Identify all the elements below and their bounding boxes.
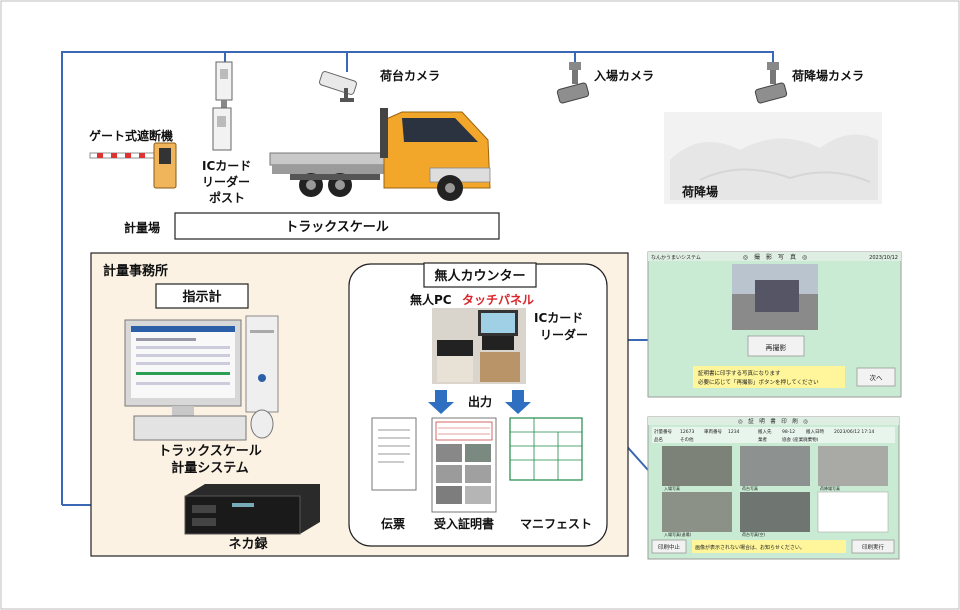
ic-post-label-2: リーダー	[202, 174, 250, 189]
screen2-caption-2: 荷台写真	[742, 485, 758, 491]
screen2-caption-5: 荷台写真(空)	[742, 531, 766, 537]
screen2-row2-0: 品名	[654, 436, 663, 443]
truck-icon	[269, 108, 491, 201]
screen2-caption-4: 入場写真(退場)	[664, 531, 692, 537]
gate-barrier-icon	[89, 142, 177, 189]
output-arrow-left-icon	[428, 390, 454, 414]
print-button[interactable]	[851, 539, 895, 554]
unloading-area-label: 荷降場	[681, 184, 718, 199]
entry-camera-icon	[556, 62, 590, 104]
counter-label-box	[423, 262, 537, 288]
output-arrow-right-icon	[505, 390, 531, 414]
screen2-photo-2	[740, 446, 810, 486]
screen1-header: ◎ 撮 影 写 真 ◎	[743, 253, 807, 261]
screen1-system-name: なんかうまいシステム	[651, 254, 701, 261]
manifest-label: マニフェスト	[520, 517, 592, 531]
print-button-label: 印刷実行	[862, 543, 885, 551]
output-label: 出力	[468, 394, 492, 409]
certificate-document-icon	[431, 417, 497, 513]
ic-reader-post-icon	[212, 61, 233, 151]
screen2-notice-box	[692, 540, 846, 553]
certificate-label: 受入証明書	[434, 516, 494, 531]
screen2-row2-1: その他	[680, 436, 694, 443]
touch-panel-label: タッチパネル	[462, 293, 534, 307]
ic-post-label-1: ICカード	[202, 159, 251, 173]
next-button[interactable]	[856, 367, 896, 387]
screen2-row1-4: 搬入先	[758, 428, 772, 435]
ic-post-label-3: ポスト	[209, 190, 245, 205]
truck-scale-label: トラックスケール	[285, 220, 389, 235]
unmanned-pc-label: 無人PC	[410, 292, 452, 307]
recorder-icon	[184, 484, 320, 535]
screen2-row1-1: 12673	[680, 429, 694, 435]
kiosk-photo	[432, 308, 526, 384]
screen2-notice: 画像が表示されない場合は、お知らせください。	[695, 544, 805, 551]
screen2-caption-1: 入場写真	[664, 485, 680, 491]
retake-button-label: 再撮影	[766, 343, 787, 352]
indicator-label: 指示計	[182, 289, 221, 305]
ic-reader-label-2: リーダー	[540, 327, 588, 342]
screen2-photo-5	[740, 492, 810, 532]
bed-camera-label: 荷台カメラ	[379, 68, 440, 83]
slip-label: 伝票	[381, 516, 405, 531]
recorder-label: ネカ録	[228, 536, 268, 552]
screen2-photo-1	[662, 446, 732, 486]
screen2-row1-6: 搬入日時	[806, 428, 824, 435]
cancel-print-button[interactable]	[651, 539, 687, 554]
screen1-date: 2023/10/12	[869, 255, 898, 261]
entry-camera-label: 入場カメラ	[594, 68, 654, 83]
unloading-camera-icon	[754, 62, 788, 104]
weighing-area-label: 計量場	[124, 220, 160, 235]
cancel-print-label: 印刷中止	[658, 543, 681, 551]
retake-button[interactable]	[747, 335, 805, 357]
next-button-label: 次へ	[870, 373, 884, 382]
ic-reader-label-1: ICカード	[534, 311, 583, 325]
screen2-photo-4	[662, 492, 732, 532]
certificate-print-screen: ◎ 証 明 書 印 刷 ◎ 計量番号 12673 車両番号 1234 搬入先 9…	[647, 416, 900, 560]
screen1-message-box	[693, 366, 845, 388]
screen2-row1-0: 計量番号	[654, 428, 672, 435]
counter-label: 無人カウンター	[434, 268, 525, 284]
indicator-box	[155, 283, 249, 309]
system-label-1: トラックスケール	[158, 444, 262, 459]
bed-camera-icon	[318, 71, 358, 102]
screen2-row2-2: 業者	[758, 436, 767, 443]
screen1-message-2: 必要に応じて「再撮影」ボタンを押してください	[698, 378, 819, 386]
screen2-row1-2: 車両番号	[704, 428, 722, 435]
screen2-row1-5: 98-12	[782, 429, 795, 435]
screen2-photo-3	[818, 446, 888, 486]
truck-scale-box	[174, 212, 500, 240]
screen2-info-area	[652, 427, 895, 443]
slip-document-icon	[371, 417, 417, 491]
photo-confirm-screen: なんかうまいシステム ◎ 撮 影 写 真 ◎ 2023/10/12 再撮影 証明…	[647, 251, 902, 398]
manifest-document-icon	[509, 417, 583, 481]
gate-label: ゲート式遮断機	[89, 128, 173, 143]
unloading-area-image	[664, 112, 882, 204]
screen2-header: ◎ 証 明 書 印 刷 ◎	[738, 417, 808, 425]
screen2-row1-3: 1234	[728, 429, 740, 435]
screen1-message-1: 証明書に印字する写真になります	[698, 369, 781, 377]
screen2-blank-slot	[817, 491, 889, 533]
weighing-pc-icon	[124, 315, 279, 441]
screen2-row2-3: 協会 (産業廃棄物)	[782, 436, 819, 443]
screen2-caption-3: 荷降場写真	[820, 485, 840, 491]
screen2-row1-7: 2023/06/12 17:14	[834, 429, 874, 435]
unloading-camera-label: 荷降場カメラ	[791, 68, 864, 83]
office-label: 計量事務所	[103, 263, 168, 279]
system-label-2: 計量システム	[171, 460, 249, 476]
